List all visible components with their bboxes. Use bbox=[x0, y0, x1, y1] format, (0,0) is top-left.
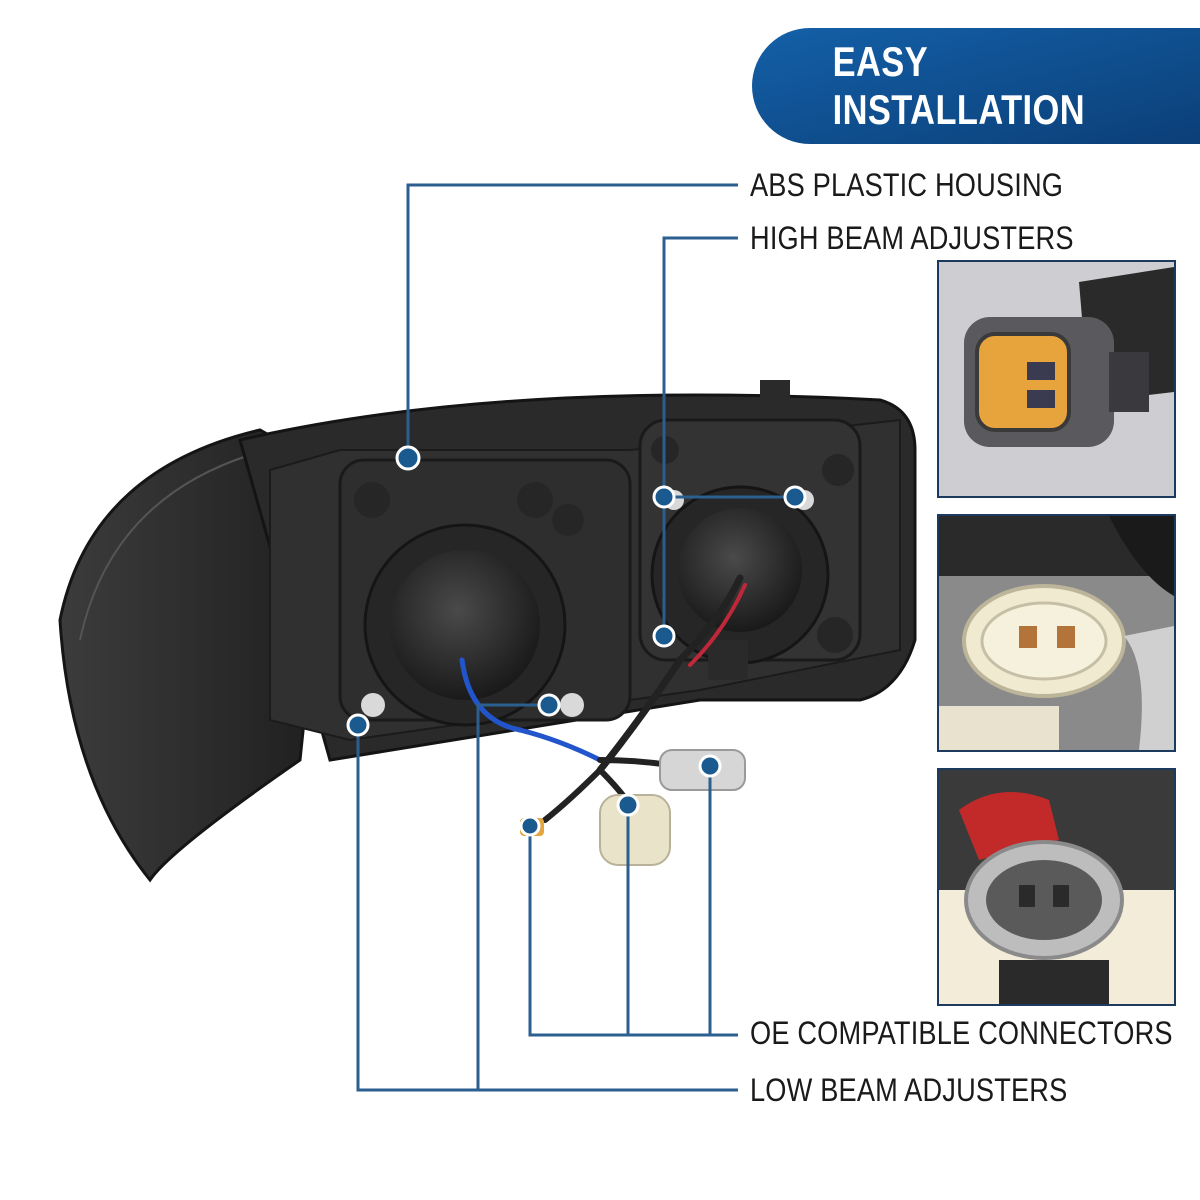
callout-high-beam: HIGH BEAM ADJUSTERS bbox=[750, 220, 1074, 256]
leader-lines bbox=[356, 183, 795, 1092]
connector-marker-icon bbox=[698, 754, 722, 778]
banner-background bbox=[752, 28, 1200, 144]
thumbnail-connector-1 bbox=[937, 260, 1176, 498]
adjuster-marker-icon bbox=[652, 624, 676, 648]
callout-low-beam: LOW BEAM ADJUSTERS bbox=[750, 1072, 1068, 1108]
connector-marker-icon bbox=[616, 793, 640, 817]
thumbnail-connector-2 bbox=[937, 514, 1176, 752]
connector-photo-2 bbox=[939, 516, 1174, 750]
connector-photo-3 bbox=[939, 770, 1174, 1004]
thumbnail-connector-3 bbox=[937, 768, 1176, 1006]
adjuster-marker-icon bbox=[783, 485, 807, 509]
adjuster-marker-icon bbox=[652, 485, 676, 509]
connector-marker-icon bbox=[519, 815, 541, 837]
banner: EASY INSTALLATION bbox=[752, 28, 1200, 144]
callout-oe-connectors: OE COMPATIBLE CONNECTORS bbox=[750, 1015, 1173, 1051]
callout-abs-housing: ABS PLASTIC HOUSING bbox=[750, 167, 1064, 203]
headlight-housing bbox=[58, 380, 917, 883]
markers bbox=[346, 445, 807, 837]
adjuster-marker-icon bbox=[346, 713, 370, 737]
adjuster-marker-icon bbox=[537, 693, 561, 717]
housing-marker-icon bbox=[395, 445, 421, 471]
banner-title: EASY INSTALLATION bbox=[832, 38, 1085, 133]
connector-photo-1 bbox=[939, 262, 1174, 496]
